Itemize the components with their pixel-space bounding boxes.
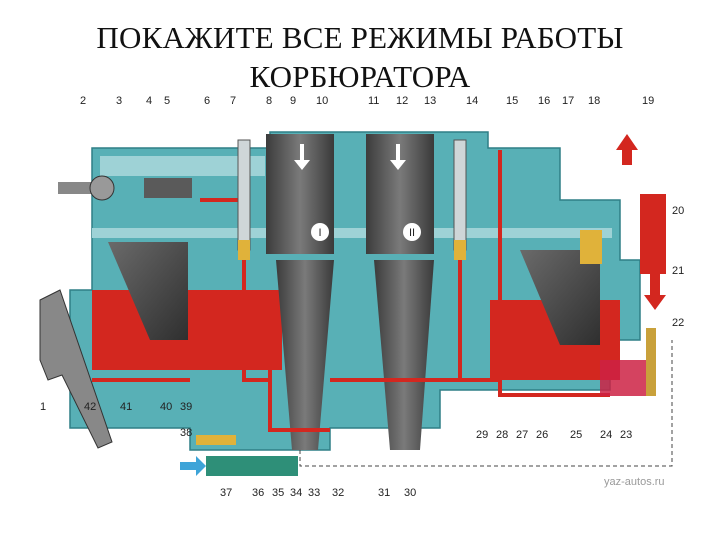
upper-air-channel [100,156,265,176]
callout-31: 31 [378,487,390,499]
callout-41: 41 [120,401,132,413]
callout-15: 15 [506,95,518,107]
callout-20: 20 [672,205,684,217]
economizer-valve [616,134,666,310]
callout-32: 32 [332,487,344,499]
chamber-label-secondary: II [409,227,415,239]
callout-27: 27 [516,429,528,441]
title-line-2: КОРБЮРАТОРА [249,59,471,94]
right-float-chamber [490,250,620,380]
callout-1: 1 [40,401,46,413]
callout-39: 39 [180,401,192,413]
callout-7: 7 [230,95,236,107]
left-float-chamber [92,242,282,370]
callout-19: 19 [642,95,654,107]
callout-37: 37 [220,487,232,499]
watermark: yaz-autos.ru [604,476,665,488]
callout-18: 18 [588,95,600,107]
callout-13: 13 [424,95,436,107]
callout-11: 11 [368,95,379,107]
vacuum-line [299,340,673,467]
callout-14: 14 [466,95,478,107]
primary-chamber: I [266,134,334,450]
callout-22: 22 [672,317,684,329]
callout-4: 4 [146,95,152,107]
page-title: ПОКАЖИТЕ ВСЕ РЕЖИМЫ РАБОТЫ КОРБЮРАТОРА [0,18,720,96]
callout-3: 3 [116,95,122,107]
jets [196,230,602,445]
callout-38: 38 [180,427,192,439]
callout-21: 21 [672,265,684,277]
callout-42: 42 [84,401,96,413]
callout-29: 29 [476,429,488,441]
callout-30: 30 [404,487,416,499]
callout-6: 6 [204,95,210,107]
secondary-emulsion-tube [453,139,467,251]
callout-40: 40 [160,401,172,413]
callout-10: 10 [316,95,328,107]
secondary-chamber: II [366,134,434,450]
fuel-inlet-fitting [206,456,298,476]
primary-emulsion-tube [237,139,251,251]
choke-actuator [58,175,115,201]
callout-8: 8 [266,95,272,107]
callout-34: 34 [290,487,302,499]
callout-17: 17 [562,95,574,107]
callout-33: 33 [308,487,320,499]
callout-12: 12 [396,95,408,107]
callout-24: 24 [600,429,612,441]
callout-36: 36 [252,487,264,499]
callout-9: 9 [290,95,296,107]
callout-28: 28 [496,429,508,441]
callout-5: 5 [164,95,170,107]
callout-25: 25 [570,429,582,441]
throttle-lever [39,289,113,449]
callout-23: 23 [620,429,632,441]
carburetor-diagram: I II [39,95,684,499]
callout-26: 26 [536,429,548,441]
callout-16: 16 [538,95,550,107]
title-line-1: ПОКАЖИТЕ ВСЕ РЕЖИМЫ РАБОТЫ [96,20,624,55]
fuel-inlet-arrow [180,456,206,476]
accelerator-pump [600,328,656,396]
callout-35: 35 [272,487,284,499]
chamber-label-primary: I [318,227,321,239]
solenoid-valve [144,178,192,198]
callout-numbers: 2 3 4 5 6 7 8 9 10 11 12 13 14 15 16 17 … [40,95,684,499]
callout-2: 2 [80,95,86,107]
middle-air-channel [92,228,612,238]
